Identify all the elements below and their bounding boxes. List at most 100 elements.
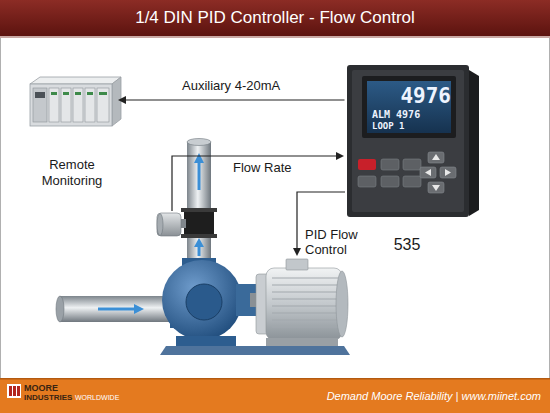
controller-housing-part (432, 154, 440, 160)
flow-meter-part (181, 208, 217, 212)
controller-housing-part (358, 176, 376, 187)
motor (256, 259, 348, 346)
controller-housing-part (403, 159, 421, 170)
signal-label: Flow Rate (233, 161, 292, 176)
controller-housing-part (428, 182, 444, 193)
inlet-pipe-part (56, 296, 64, 322)
discharge-pipe-part (194, 238, 204, 247)
title-bar: 1/4 DIN PID Controller - Flow Control (0, 0, 550, 36)
footer-band-part (17, 386, 20, 396)
pump-volute-part (162, 260, 242, 340)
logo-text: INDUSTRIES (24, 393, 72, 402)
controller-housing-part (432, 185, 440, 191)
flow-meter-part (157, 213, 181, 236)
plc-icon-part (112, 77, 121, 126)
node-label: 535 (394, 235, 421, 254)
title-text: 1/4 DIN PID Controller - Flow Control (0, 0, 550, 36)
plc-icon-part (61, 88, 71, 122)
pump-volute-part (186, 284, 222, 320)
footer-band (0, 378, 550, 413)
flow-meter-part (181, 234, 217, 238)
discharge-pipe-part (187, 139, 211, 146)
signal-lines-part (293, 248, 301, 256)
controller-housing (347, 65, 479, 217)
plc-icon-part (63, 92, 69, 95)
motor-part (272, 299, 338, 300)
pump-base-part (160, 346, 350, 355)
motor-part (266, 268, 342, 340)
plc-icon-part (97, 88, 109, 122)
node-label: Remote Monitoring (30, 157, 114, 188)
footer-band-part (7, 384, 21, 398)
plc-icon-part (33, 88, 47, 122)
discharge-pipe-part (198, 246, 201, 256)
controller-housing-part (358, 159, 376, 170)
flow-meter-part (157, 214, 163, 236)
inlet-pipe (56, 296, 178, 322)
pump-base (160, 346, 350, 355)
plc-icon-part (30, 77, 121, 84)
plc-icon-part (30, 84, 112, 126)
title-band-part (0, 36, 550, 38)
motor-part (272, 327, 338, 328)
motor-part (272, 285, 338, 286)
motor-part (272, 292, 338, 293)
controller-housing-part (428, 152, 444, 163)
connector-label: Auxiliary 4-20mA (180, 79, 282, 94)
signal-connector-part (125, 99, 345, 100)
plc-icon-part (35, 92, 45, 98)
signal-lines-part (336, 152, 344, 160)
controller-housing-part (403, 176, 421, 187)
controller-housing-part (367, 81, 451, 133)
signal-connector-part (118, 96, 126, 104)
pump-volute-part (176, 336, 236, 346)
motor-part (336, 271, 348, 337)
title-band-part (0, 0, 550, 36)
pump-volute (162, 260, 260, 346)
plc-icon-part (85, 88, 95, 122)
controller-housing-part (469, 70, 479, 216)
controller-housing-part (445, 169, 451, 176)
footer-band-part (13, 386, 16, 396)
controller-housing-part (362, 76, 456, 138)
display-loop: LOOP 1 (372, 121, 405, 131)
plc-icon-part (75, 92, 81, 95)
plc-icon-part (51, 92, 57, 95)
plc-icon-part (99, 92, 107, 95)
motor-part (272, 306, 338, 307)
footer-band-part (9, 386, 12, 396)
controller-housing-part (381, 176, 399, 187)
remote-monitoring: Remote Monitoring (26, 75, 118, 192)
controller-housing-part (381, 159, 399, 170)
inlet-pipe-part (98, 308, 134, 311)
motor-part (286, 259, 308, 270)
signal-label: PID Flow Control (305, 228, 369, 258)
motor-part (272, 278, 338, 279)
discharge-pipe-part (194, 153, 204, 163)
discharge-pipe-part (187, 142, 211, 262)
controller-housing-part (352, 70, 464, 212)
plc-icon-part (73, 88, 83, 122)
flow-meter-part (184, 212, 214, 234)
controller-housing-part (347, 65, 469, 217)
controller-housing-part (420, 167, 436, 178)
motor-part (266, 338, 338, 346)
flow-meter (157, 208, 217, 238)
signal-connector (118, 96, 345, 104)
plc-icon-part (87, 92, 93, 95)
controller-housing-part (440, 167, 456, 178)
signal-lines-part (172, 156, 336, 211)
title-band (0, 0, 550, 38)
discharge-pipe (182, 139, 216, 267)
controller-housing-part (425, 169, 431, 176)
logo-text: WORLDWIDE (75, 394, 119, 402)
plc-icon (30, 77, 121, 126)
display-value: 4976 (400, 84, 451, 108)
inlet-pipe-part (134, 304, 144, 314)
discharge-pipe-part (198, 162, 201, 190)
inlet-pipe-part (60, 296, 178, 322)
